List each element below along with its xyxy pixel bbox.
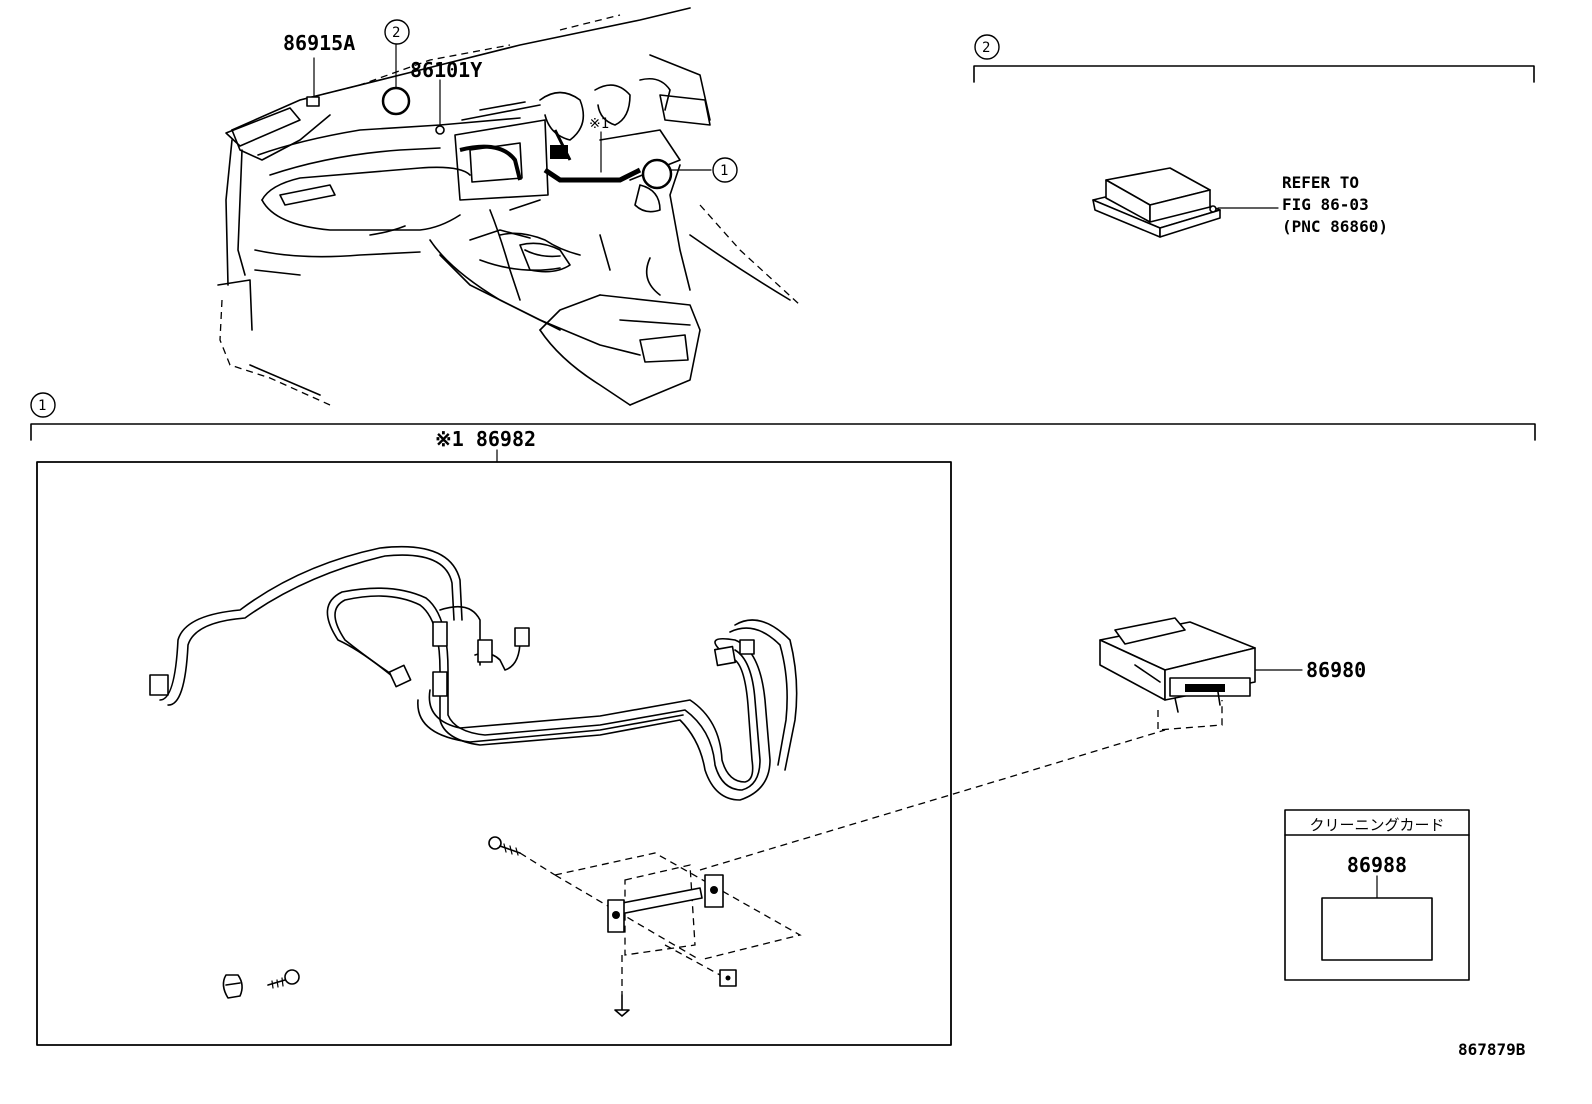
- part-label-86101y: 86101Y: [410, 58, 482, 82]
- callout-1-section-number: 1: [38, 398, 46, 414]
- part-label-86988: 86988: [1347, 853, 1407, 877]
- note-marker: ※1: [589, 116, 609, 132]
- unit-86980: [1099, 617, 1256, 713]
- callout-2-section-number: 2: [982, 40, 990, 56]
- kit-86982-frame: [36, 461, 952, 1046]
- figure-code: 867879B: [1458, 1040, 1526, 1059]
- callout-1-upper: 1: [712, 157, 738, 183]
- section-1-bracket: [30, 423, 1536, 441]
- cleaning-card-title: クリーニングカード: [1309, 816, 1444, 834]
- refer-line-3: (PNC 86860): [1282, 217, 1388, 236]
- callout-1-upper-number: 1: [720, 163, 728, 179]
- callout-1-section: 1: [30, 392, 56, 418]
- callout-2-upper-number: 2: [392, 25, 400, 41]
- mounting-bracket: [488, 836, 802, 1017]
- airbag-module: [1092, 167, 1221, 238]
- cleaning-card-box: クリーニングカード 86988: [1284, 809, 1470, 981]
- callout-2-upper: 2: [384, 19, 410, 45]
- dashboard-illustration: [217, 7, 801, 406]
- kit-label-86982: ※1 86982: [435, 427, 536, 451]
- clamp-and-bolt: [222, 969, 300, 999]
- refer-line-1: REFER TO: [1282, 173, 1359, 192]
- part-label-86915a: 86915A: [283, 31, 355, 55]
- installation-line: [699, 729, 1166, 871]
- installation-line-tab: [1157, 700, 1223, 731]
- section-2-bracket: [973, 65, 1535, 83]
- wire-harness: [149, 545, 798, 801]
- refer-line-2: FIG 86-03: [1282, 195, 1369, 214]
- part-label-86980: 86980: [1306, 658, 1366, 682]
- callout-2-section: 2: [974, 34, 1000, 60]
